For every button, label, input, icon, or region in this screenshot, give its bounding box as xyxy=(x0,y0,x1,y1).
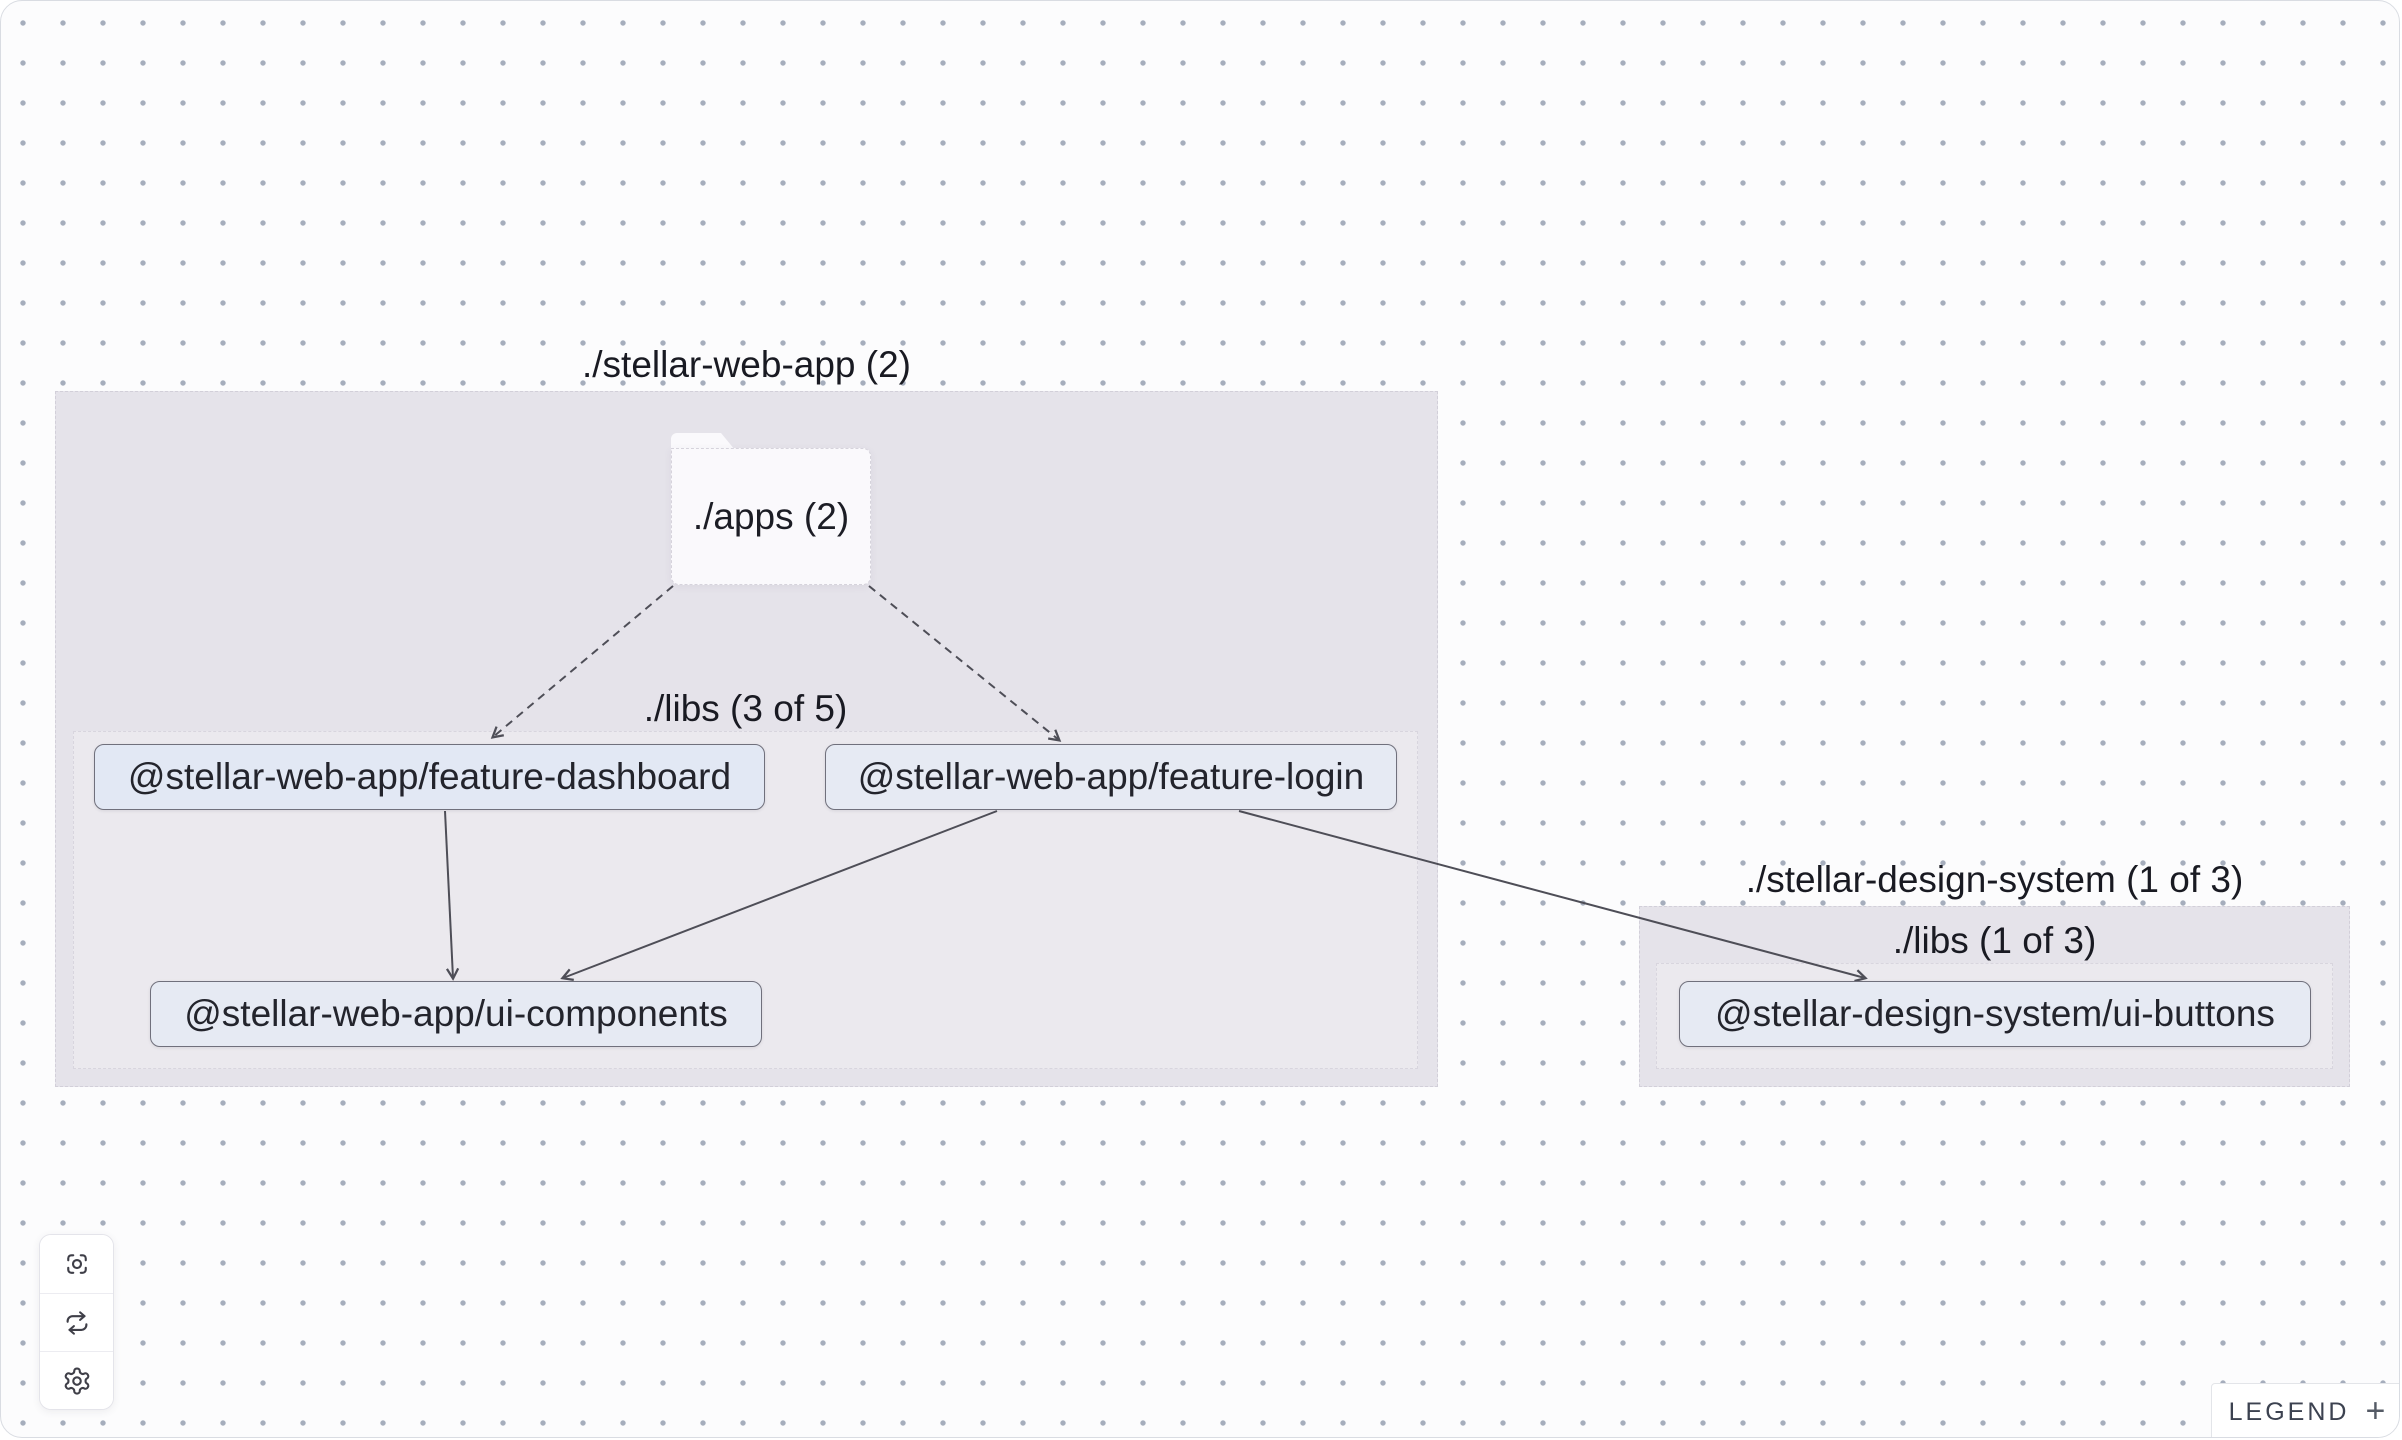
node-feature-dashboard-label: @stellar-web-app/feature-dashboard xyxy=(127,756,732,797)
settings-icon xyxy=(64,1366,89,1395)
node-apps-folder[interactable]: ./apps (2) xyxy=(671,448,871,585)
apps-folder-label: ./apps (2) xyxy=(692,495,850,537)
apps-folder-tab xyxy=(671,433,735,450)
legend-expand-icon: + xyxy=(2365,1391,2386,1430)
focus-center-icon xyxy=(66,1254,87,1274)
refresh-icon xyxy=(66,1310,87,1335)
node-feature-login-label: @stellar-web-app/feature-login xyxy=(857,756,1365,797)
node-ui-components[interactable]: @stellar-web-app/ui-components xyxy=(150,981,762,1047)
refresh-button[interactable] xyxy=(40,1293,113,1351)
subgroup-title-web-app-libs: ./libs (3 of 5) xyxy=(643,688,848,729)
subgroup-title-design-system-libs: ./libs (1 of 3) xyxy=(1892,920,2097,961)
legend-toggle[interactable]: LEGEND + xyxy=(2211,1383,2399,1437)
settings-button[interactable] xyxy=(40,1351,113,1409)
node-feature-login[interactable]: @stellar-web-app/feature-login xyxy=(825,744,1397,810)
node-ui-components-label: @stellar-web-app/ui-components xyxy=(184,993,728,1034)
node-ui-buttons-label: @stellar-design-system/ui-buttons xyxy=(1715,993,2275,1034)
focus-center-button[interactable] xyxy=(40,1235,113,1293)
group-title-stellar-design-system: ./stellar-design-system (1 of 3) xyxy=(1745,859,2244,900)
legend-label: LEGEND xyxy=(2228,1397,2350,1426)
node-feature-dashboard[interactable]: @stellar-web-app/feature-dashboard xyxy=(94,744,765,810)
graph-control-rail xyxy=(39,1234,114,1410)
group-title-stellar-web-app: ./stellar-web-app (2) xyxy=(581,344,911,385)
node-ui-buttons[interactable]: @stellar-design-system/ui-buttons xyxy=(1679,981,2311,1047)
